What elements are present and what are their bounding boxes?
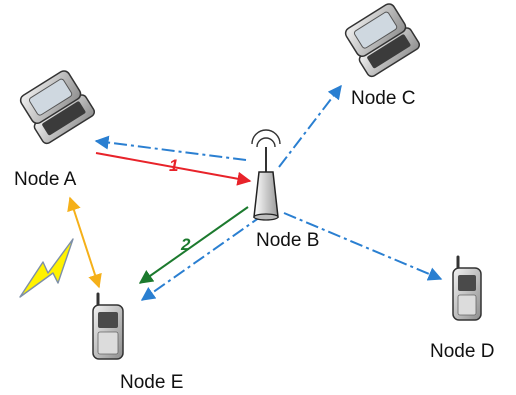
broadcast-arrow-to-e	[140, 214, 264, 301]
node-b-tower-icon	[251, 129, 281, 221]
broadcast-arrow-to-a	[94, 135, 247, 161]
edge-label-2: 2	[180, 235, 191, 254]
node-a-label: Node A	[14, 169, 77, 190]
node-d-phone-icon	[452, 255, 482, 321]
link-a-e	[67, 196, 102, 289]
edge-b-to-e	[138, 206, 249, 284]
node-e-label: Node E	[120, 372, 183, 393]
node-c-label: Node C	[351, 88, 415, 109]
lightning-icon	[19, 238, 74, 298]
node-b-label: Node B	[256, 230, 319, 251]
edge-label-1: 1	[169, 156, 178, 175]
broadcast-arrow-to-d	[283, 212, 443, 281]
node-c-phone-icon	[344, 3, 421, 78]
broadcast-arrow-to-c	[278, 84, 342, 168]
node-a-phone-icon	[19, 70, 96, 145]
node-e-phone-icon	[92, 292, 124, 360]
node-d-label: Node D	[430, 341, 494, 362]
edge-a-to-b	[95, 152, 252, 186]
